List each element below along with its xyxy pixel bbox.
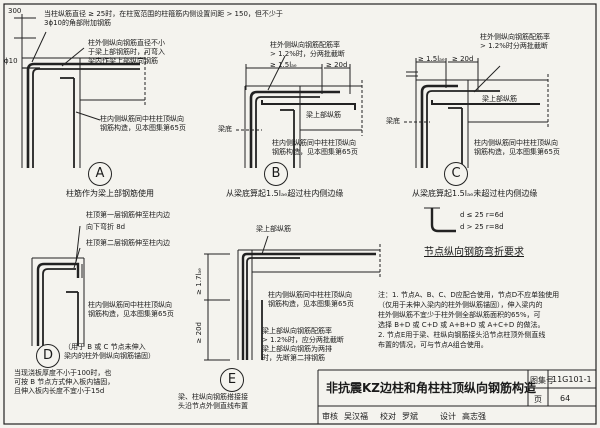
- note-line: （仅用于未伸入梁内的柱外侧纵筋锚固），伸入梁内的: [378, 301, 543, 309]
- figure-label-d: D: [36, 344, 60, 368]
- bend-rule-1: d ≤ 25 r=6d: [460, 211, 504, 219]
- dim-1-5lae-c: ≥ 1.5lₐₑ: [418, 55, 445, 63]
- fig-c-inner-note: 柱内侧纵筋同中柱柱顶纵向 钢筋构造，见本图集第65页: [474, 140, 560, 156]
- sheet-border: [3, 3, 597, 425]
- figure-label-e: E: [220, 368, 244, 392]
- fig-a-outer-note-line: 柱外侧纵向钢筋直径不小: [88, 39, 165, 47]
- fig-d-note-1b: 向下弯折 8d: [86, 223, 126, 231]
- fig-b-top-note: 柱外侧纵向钢筋配筋率 > 1.2%时，分两批截断: [270, 42, 345, 58]
- fig-a-caption: 柱筋作为梁上部钢筋使用: [66, 189, 154, 198]
- figure-label-c: C: [444, 162, 468, 186]
- fig-d-inner-note: 柱内侧纵筋同中柱柱顶纵向 钢筋构造，见本图集第65页: [88, 302, 174, 318]
- fig-d-caption: 当现浇板厚度不小于100时，也 可按 B 节点方式伸入板内锚固， 且伸入板内长度…: [14, 370, 114, 395]
- drawing-title: 非抗震KZ边柱和角柱柱顶纵向钢筋构造: [326, 381, 537, 395]
- fig-e-ratio-note-line: 梁上部纵向钢筋配筋率: [262, 327, 332, 335]
- fig-a-inner-note-line: 钢筋构造，见本图集第65页: [100, 124, 186, 132]
- figure-label-b: B: [264, 162, 288, 186]
- note-line: 选择 B+D 或 C+D 或 A+B+D 或 A+C+D 的做法。: [378, 321, 545, 329]
- dim-20d-e: ≥ 20d: [195, 322, 203, 344]
- fig-d-inner-note-line: 钢筋构造，见本图集第65页: [88, 310, 174, 318]
- fig-c-top-note-line: > 1.2%时分两批截断: [480, 42, 548, 50]
- fig-c-top-note: 柱外侧纵向钢筋配筋率 > 1.2%时分两批截断: [480, 34, 550, 50]
- fig-d-note-1: 柱顶第一层钢筋伸至柱内边: [86, 211, 170, 219]
- bend-detail-drawing: [424, 207, 456, 233]
- figure-a-drawing: [14, 14, 146, 168]
- dim-300: 300: [8, 7, 22, 15]
- fig-a-inner-note-line: 柱内侧纵筋同中柱柱顶纵向: [100, 115, 184, 123]
- figure-c-drawing: [404, 58, 549, 168]
- dim-20d-c: ≥ 20d: [452, 55, 474, 63]
- fig-d-caption-line: 且伸入板内长度不宜小于15d: [14, 387, 105, 395]
- check-name: 罗斌: [402, 412, 418, 421]
- fig-d-sub-line: 梁内的柱外侧纵向钢筋锚固）: [64, 352, 155, 360]
- fig-d-note-2: 柱顶第二层钢筋伸至柱内边: [86, 239, 170, 247]
- fig-e-inner-note-line: 钢筋构造，见本图集第65页: [268, 300, 354, 308]
- check-label: 校对: [380, 412, 396, 421]
- dim-phi10: ϕ10: [4, 57, 18, 65]
- atlas-number: 11G101-1: [552, 375, 592, 384]
- fig-e-inner-note-line: 柱内侧纵筋同中柱柱顶纵向: [268, 291, 352, 299]
- figure-label-a: A: [88, 162, 112, 186]
- fig-c-top-note-line: 柱外侧纵向钢筋配筋率: [480, 33, 550, 41]
- page-number: 64: [560, 394, 571, 403]
- fig-c-inner-note-line: 柱内侧纵筋同中柱柱顶纵向: [474, 139, 558, 147]
- figure-d-drawing: [31, 225, 85, 346]
- review-name: 吴汉福: [344, 412, 368, 421]
- fig-e-inner-note: 柱内侧纵筋同中柱柱顶纵向 钢筋构造，见本图集第65页: [268, 292, 354, 308]
- fig-e-caption: 梁、柱纵向钢筋搭接接 头沿节点外侧直线布置: [178, 394, 248, 410]
- fig-c-inner-note-line: 钢筋构造，见本图集第65页: [474, 148, 560, 156]
- note-line: 柱外侧纵筋不宜少于柱外侧全部纵筋面积的65%，可: [378, 311, 541, 319]
- fig-d-caption-line: 当现浇板厚度不小于100时，也: [14, 369, 112, 377]
- fig-c-caption: 从梁底算起1.5lₐₑ未超过柱内侧边缘: [412, 189, 538, 198]
- fig-b-beam-top: 梁上部纵筋: [306, 111, 341, 119]
- fig-b-inner-note-line: 柱内侧纵筋同中柱柱顶纵向: [272, 139, 356, 147]
- fig-a-outer-note-line: 于梁上部钢筋时，可弯入: [88, 48, 165, 56]
- bend-rule-2: d > 25 r=8d: [460, 223, 504, 231]
- fig-b-top-note-line: > 1.2%时，分两批截断: [270, 50, 345, 58]
- dim-1-7lae: ≥ 1.7lₐₑ: [195, 268, 203, 295]
- fig-a-inner-note: 柱内侧纵筋同中柱柱顶纵向 钢筋构造，见本图集第65页: [100, 116, 186, 132]
- fig-b-inner-note: 柱内侧纵筋同中柱柱顶纵向 钢筋构造，见本图集第65页: [272, 140, 358, 156]
- design-name: 高志强: [462, 412, 486, 421]
- fig-e-ratio-note-line: > 1.2%时，应分两批截断: [262, 336, 344, 344]
- fig-e-caption-line: 头沿节点外侧直线布置: [178, 402, 248, 410]
- fig-e-ratio-note-line: 梁上部纵向钢筋为两排: [262, 345, 332, 353]
- fig-b-top-note-line: 柱外侧纵向钢筋配筋率: [270, 41, 340, 49]
- fig-e-beam-top: 梁上部纵筋: [256, 225, 291, 233]
- fig-d-sub-note: （用于 B 或 C 节点未伸入 梁内的柱外侧纵向钢筋锚固）: [64, 344, 155, 360]
- fig-d-inner-note-line: 柱内侧纵筋同中柱柱顶纵向: [88, 301, 172, 309]
- figure-e-drawing: [204, 235, 381, 361]
- fig-b-inner-note-line: 钢筋构造，见本图集第65页: [272, 148, 358, 156]
- fig-b-beam-bottom: 梁底: [218, 125, 232, 133]
- note-line: 注：1. 节点A、B、C、D应配合使用，节点D不应单独使用: [378, 291, 560, 299]
- fig-d-sub-line: （用于 B 或 C 节点未伸入: [64, 343, 146, 351]
- fig-a-outer-note: 柱外侧纵向钢筋直径不小 于梁上部钢筋时，可弯入 梁内作梁上部纵向钢筋: [88, 40, 165, 65]
- fig-e-caption-line: 梁、柱纵向钢筋搭接接: [178, 393, 248, 401]
- fig-d-caption-line: 可按 B 节点方式伸入板内锚固，: [14, 378, 115, 386]
- bend-title: 节点纵向钢筋弯折要求: [424, 247, 524, 258]
- dim-1-5lae-b: ≥ 1.5lₐₑ: [270, 61, 297, 69]
- note-line: 布置的情况，可与节点A组合使用。: [378, 341, 488, 349]
- review-label: 审核: [322, 412, 338, 421]
- dim-20d-b: ≥ 20d: [326, 61, 348, 69]
- atlas-label: 图集号: [530, 376, 554, 385]
- fig-c-beam-bottom: 梁底: [386, 117, 400, 125]
- fig-b-caption: 从梁底算起1.5lₐₑ超过柱内侧边缘: [226, 189, 344, 198]
- general-notes: 注：1. 节点A、B、C、D应配合使用，节点D不应单独使用 （仅用于未伸入梁内的…: [378, 292, 559, 349]
- page-label: 页: [534, 395, 542, 404]
- fig-e-ratio-note: 梁上部纵向钢筋配筋率 > 1.2%时，应分两批截断 梁上部纵向钢筋为两排 时，先…: [262, 328, 344, 362]
- figure-b-drawing: [236, 55, 363, 168]
- fig-a-outer-note-line: 梁内作梁上部纵向钢筋: [88, 57, 158, 65]
- design-label: 设计: [440, 412, 456, 421]
- fig-a-corner-note: 当柱纵筋直径 ≥ 25时，在柱宽范围的柱箍筋内侧设置间距 > 150，但不少于3…: [44, 10, 283, 28]
- fig-e-ratio-note-line: 时，先断第二排钢筋: [262, 354, 325, 362]
- title-block-lines: [317, 369, 596, 424]
- note-line: 2. 节点E用于梁、柱纵向钢筋接头沿节点柱顶外侧直线: [378, 331, 546, 339]
- fig-c-beam-top: 梁上部纵筋: [482, 95, 517, 103]
